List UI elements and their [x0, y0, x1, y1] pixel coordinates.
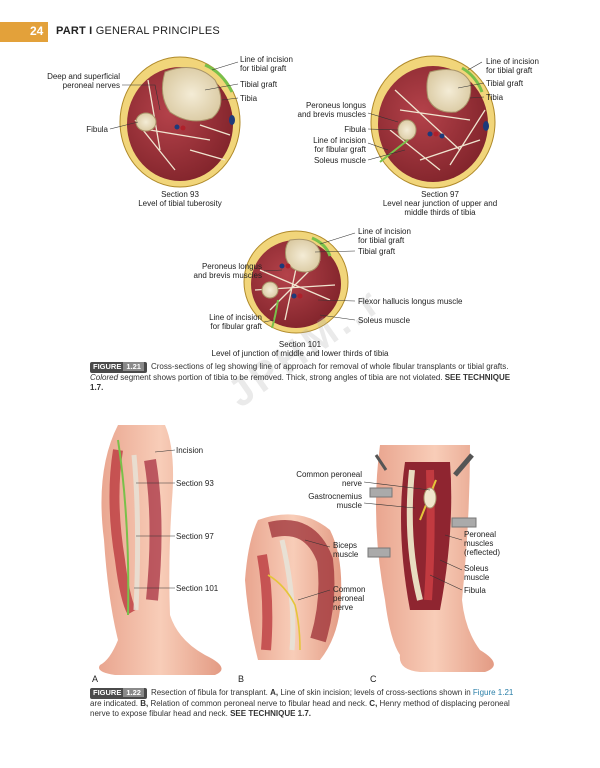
- figure-21-link[interactable]: Figure 1.21: [472, 688, 514, 697]
- label-fibula-93: Fibula: [86, 125, 108, 134]
- label-section-93-a: Section 93: [176, 479, 214, 488]
- part-label: PART I: [56, 25, 93, 37]
- label-biceps-b: Biceps muscle: [333, 541, 359, 559]
- caption-section-93: Section 93 Level of tibial tuberosity: [138, 190, 222, 208]
- figure-22-c-bold: C,: [369, 698, 378, 708]
- label-soleus-c: Soleus muscle: [464, 564, 490, 582]
- label-incision-93: Line of incision for tibial graft: [240, 55, 293, 73]
- panel-c-leg: [363, 445, 494, 672]
- figure-22-caption-text: Resection of fibula for transplant.: [150, 688, 271, 697]
- label-tibial-graft-97: Tibial graft: [486, 79, 524, 88]
- label-tibia-93: Tibia: [240, 94, 258, 103]
- caption-section-97: Section 97 Level near junction of upper …: [382, 190, 498, 217]
- part-title: PART I GENERAL PRINCIPLES: [56, 25, 220, 37]
- figure-21-caption-text-b: segment shows portion of tibia to be rem…: [118, 372, 445, 382]
- section-101-diagram: [243, 230, 349, 334]
- label-fibular-incision-101: Line of incision for fibular graft: [209, 313, 262, 331]
- figure-22-number: 1.22: [123, 688, 144, 697]
- caption-section-101: Section 101 Level of junction of middle …: [211, 340, 389, 358]
- figure-22-technique-ref: SEE TECHNIQUE 1.7.: [230, 709, 312, 718]
- label-tibia-97: Tibia: [486, 93, 504, 102]
- label-fibula-97: Fibula: [344, 125, 366, 134]
- figure-22-b-bold: B,: [140, 698, 149, 708]
- label-section-97-a: Section 97: [176, 532, 214, 541]
- figure-22-a-text: Line of skin incision; levels of cross-s…: [278, 688, 473, 697]
- figure-22-a-bold: A,: [270, 688, 279, 697]
- label-peroneus-97: Peroneus longus and brevis muscles: [297, 101, 366, 119]
- figure-21-caption-italic: Colored: [90, 372, 119, 382]
- figure-21-number: 1.21: [123, 362, 144, 371]
- label-fibular-incision-97: Line of incision for fibular graft: [313, 136, 366, 154]
- section-97-diagram: [370, 55, 496, 189]
- figure-22-a-text2: are indicated.: [90, 698, 141, 708]
- label-fibula-c: Fibula: [464, 586, 486, 595]
- label-incision-101: Line of incision for tibial graft: [358, 227, 411, 245]
- panel-b-knee: [245, 514, 342, 660]
- label-peroneal-c: Peroneal muscles (reflected): [464, 530, 501, 557]
- label-peroneus-101: Peroneus longus and brevis muscles: [193, 262, 262, 280]
- label-nerves-93: Deep and superficial peroneal nerves: [47, 72, 120, 90]
- figure-21-tag-label: FIGURE: [93, 362, 122, 371]
- label-gastro-c: Gastrocnemius muscle: [308, 492, 362, 510]
- figure-22-c-text: Henry method of displacing peroneal nerv…: [90, 698, 510, 719]
- page-header: 24 PART I GENERAL PRINCIPLES: [0, 22, 600, 42]
- label-soleus-101: Soleus muscle: [358, 316, 411, 325]
- label-nerve-b: Common peroneal nerve: [333, 585, 366, 612]
- page-number: 24: [30, 24, 44, 38]
- label-soleus-97: Soleus muscle: [313, 156, 366, 165]
- label-incision-97: Line of incision for tibial graft: [486, 57, 539, 75]
- panel-letter-c: C: [370, 674, 377, 684]
- label-incision-a: Incision: [176, 446, 204, 455]
- figure-22-b-text: Relation of common peroneal nerve to fib…: [148, 698, 370, 708]
- page-number-tab: [0, 22, 48, 42]
- section-93-diagram: [119, 56, 241, 188]
- panel-a-leg: [99, 425, 222, 675]
- figure-21-leaders: [109, 61, 485, 323]
- part-name: GENERAL PRINCIPLES: [95, 25, 220, 37]
- label-tibial-graft-93: Tibial graft: [240, 80, 278, 89]
- label-section-101-a: Section 101: [176, 584, 219, 593]
- panel-letter-a: A: [92, 674, 99, 684]
- figure-21-technique-ref: SEE TECHNIQUE 1.7.: [90, 372, 511, 393]
- panel-letter-b: B: [238, 674, 245, 684]
- label-tibial-graft-101: Tibial graft: [358, 247, 396, 256]
- label-flexor-101: Flexor hallucis longus muscle: [358, 297, 463, 306]
- label-nerve-c: Common peroneal nerve: [296, 470, 362, 488]
- figure-22-tag-label: FIGURE: [93, 688, 122, 697]
- figure-21-caption-text-a: Cross-sections of leg showing line of ap…: [150, 362, 509, 371]
